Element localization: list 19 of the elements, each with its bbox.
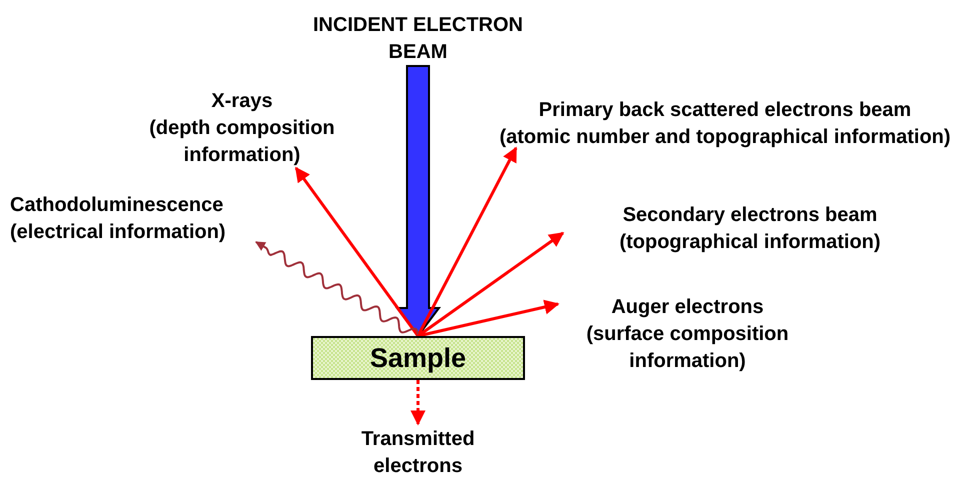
emission-label: Auger electrons [610,295,765,320]
wavy-arrow [255,241,419,336]
arrow [294,166,420,337]
emission-description: (surface composition information) [585,322,790,374]
emission-description: (electrical information) [10,220,227,245]
beam-label: INCIDENT ELECTRON BEAM [312,13,524,65]
arrow [417,232,564,338]
emission-label: Cathodoluminescence [10,193,224,218]
sample-block: Sample [311,336,525,380]
emission-description: (depth composition information) [148,116,336,168]
emission-label: Secondary electrons beam [622,203,878,228]
emission-label: X-rays [210,89,274,114]
emission-label: Transmitted electrons [360,427,476,479]
emission-label: Primary back scattered electrons beam [538,98,912,123]
arrow [416,146,518,337]
arrow [410,380,426,426]
arrow [418,300,560,338]
emission-description: (atomic number and topographical information) [498,125,952,150]
emission-description: (topographical information) [618,230,882,255]
